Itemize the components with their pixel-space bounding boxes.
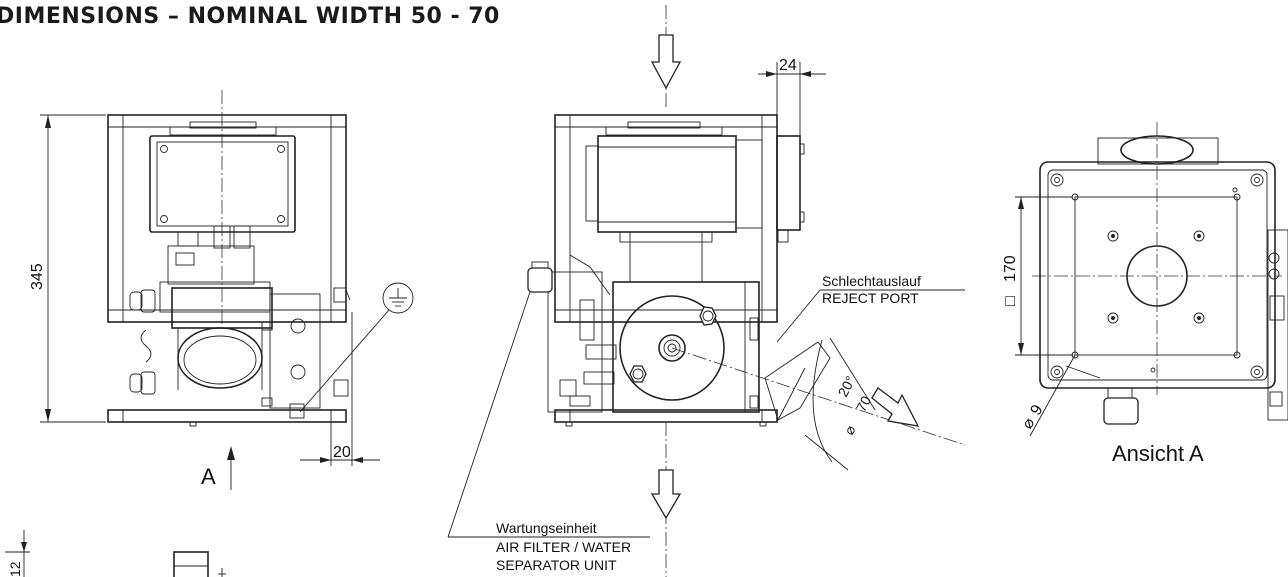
- bolt-square-dimension: □ 170: [1002, 196, 1073, 356]
- hole-diameter-symbol: ⌀: [1019, 415, 1039, 432]
- bottom-small-value: 12: [7, 561, 23, 577]
- square-symbol: □: [1002, 296, 1019, 306]
- offset-value: 20: [333, 444, 351, 461]
- depth-value: 24: [779, 57, 797, 74]
- view-a: [1032, 122, 1288, 425]
- port-diameter: 70: [853, 393, 875, 414]
- lower-partial-view: 12: [5, 530, 226, 577]
- reject-port-label-en: REJECT PORT: [822, 290, 919, 306]
- view-a-caption: Ansicht A: [1112, 441, 1204, 466]
- bolt-square-value: 170: [1002, 255, 1019, 282]
- reject-port-label-de: Schlechtauslauf: [822, 273, 921, 289]
- drawing-title: DIMENSIONS – NOMINAL WIDTH 50 - 70: [0, 4, 500, 29]
- depth-dimension: 24: [758, 57, 826, 136]
- offset-dimension: 20: [300, 312, 380, 466]
- ground-icon: [299, 282, 414, 413]
- air-filter-callout: Wartungseinheit AIR FILTER / WATER SEPAR…: [447, 291, 650, 573]
- front-view: [107, 90, 351, 427]
- side-view: [527, 5, 805, 577]
- air-filter-label-en-2: SEPARATOR UNIT: [496, 557, 617, 573]
- air-filter-label-de: Wartungseinheit: [496, 520, 597, 536]
- height-dimension: 345: [29, 114, 106, 423]
- hole-diameter-callout: ⌀ 9: [1019, 354, 1101, 437]
- height-value: 345: [29, 263, 46, 290]
- reject-port: 20° ⌀ 70 Schlechtauslauf REJECT PORT: [671, 273, 966, 471]
- view-a-arrow: A: [201, 446, 235, 490]
- hole-diameter-value: 9: [1027, 402, 1046, 419]
- port-diameter-symbol: ⌀: [841, 422, 859, 437]
- view-marker: A: [201, 464, 216, 489]
- air-filter-label-en-1: AIR FILTER / WATER: [496, 539, 631, 555]
